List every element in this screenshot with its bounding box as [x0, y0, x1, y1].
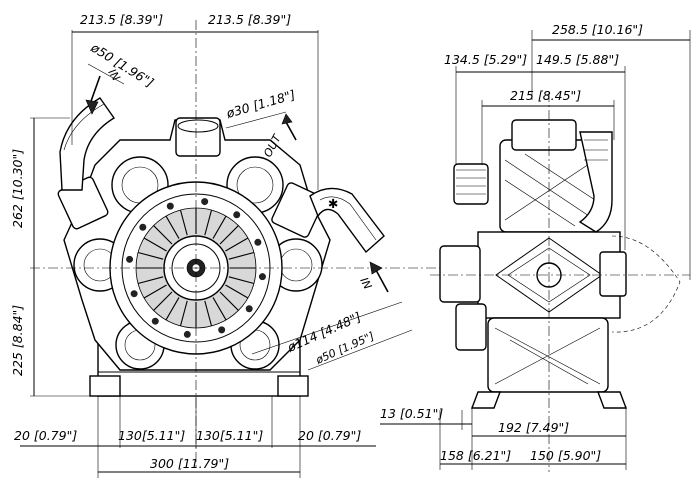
flange-bolt	[166, 202, 174, 210]
dim-bottom-left-offset: 20 [0.79"]	[14, 428, 77, 443]
flange-bolt	[151, 317, 159, 325]
side-outlet-hose	[578, 131, 613, 233]
gear-tooth	[225, 237, 249, 252]
flange-bolt	[183, 330, 191, 338]
gear-tooth	[153, 225, 173, 245]
flange-bolt	[201, 198, 209, 206]
gear-tooth	[228, 276, 255, 285]
dim-bottom-total: 300 [11.79"]	[150, 456, 229, 471]
front-outlet-hose	[309, 187, 385, 254]
flange-bolt	[233, 211, 241, 219]
gear-tooth	[212, 215, 227, 239]
dim-bottom-right-offset: 20 [0.79"]	[298, 428, 361, 443]
dim-right-right-part: 149.5 [5.88"]	[536, 52, 619, 67]
dim-bottom-right-half: 130[5.11"]	[196, 428, 263, 443]
side-left-fitting	[439, 245, 481, 303]
dim-top-right-half: 213.5 [8.39"]	[208, 12, 291, 27]
gear-tooth	[153, 291, 173, 311]
gear-tooth	[165, 297, 180, 321]
dim-right-left-part: 134.5 [5.29"]	[444, 52, 527, 67]
front-gear-teeth	[126, 198, 266, 338]
dim-right-base-left: 158 [6.21"]	[440, 448, 511, 463]
gear-tooth	[219, 291, 239, 311]
front-inlet-hose	[59, 97, 115, 191]
gear-tooth	[204, 209, 213, 236]
dim-right-foot-span: 192 [7.49"]	[498, 420, 569, 435]
asterisk-mark: ✱	[328, 196, 338, 211]
dim-right-mid-width: 215 [8.45"]	[510, 88, 581, 103]
flange-bolt	[139, 223, 147, 231]
side-flange-outline	[611, 235, 681, 333]
flange-bolt	[126, 255, 134, 263]
side-dimensions: 258.5 [10.16"] 134.5 [5.29"] 149.5 [5.88…	[380, 22, 691, 470]
gear-tooth	[219, 225, 239, 245]
dim-right-base-right: 150 [5.90"]	[530, 448, 601, 463]
gear-tooth	[143, 237, 167, 252]
dim-height-lower: 225 [8.84"]	[10, 305, 25, 376]
dim-bottom-left-half: 130[5.11"]	[118, 428, 185, 443]
label-in-side: IN	[357, 275, 374, 291]
gear-tooth	[228, 251, 255, 260]
gear-tooth	[137, 276, 164, 285]
flange-bolt	[245, 305, 253, 313]
gear-tooth	[179, 300, 188, 327]
flange-bolt	[258, 273, 266, 281]
dim-right-foot-small: 13 [0.51"]	[380, 406, 443, 421]
dim-height-upper: 262 [10.30"]	[10, 149, 25, 228]
gear-tooth	[143, 284, 167, 299]
gear-tooth	[212, 297, 227, 321]
gear-tooth	[179, 209, 188, 236]
side-lower-head	[487, 317, 609, 393]
gear-tooth	[204, 300, 213, 327]
side-view	[430, 92, 690, 472]
gear-tooth	[225, 284, 249, 299]
flange-bolt	[254, 238, 262, 246]
dim-right-total-width: 258.5 [10.16"]	[552, 22, 643, 37]
gear-tooth	[165, 215, 180, 239]
front-top-port	[175, 117, 221, 157]
flange-bolt	[130, 290, 138, 298]
front-view	[30, 20, 440, 470]
dim-top-left-half: 213.5 [8.39"]	[80, 12, 163, 27]
flange-bolt	[218, 326, 226, 334]
gear-tooth	[137, 251, 164, 260]
